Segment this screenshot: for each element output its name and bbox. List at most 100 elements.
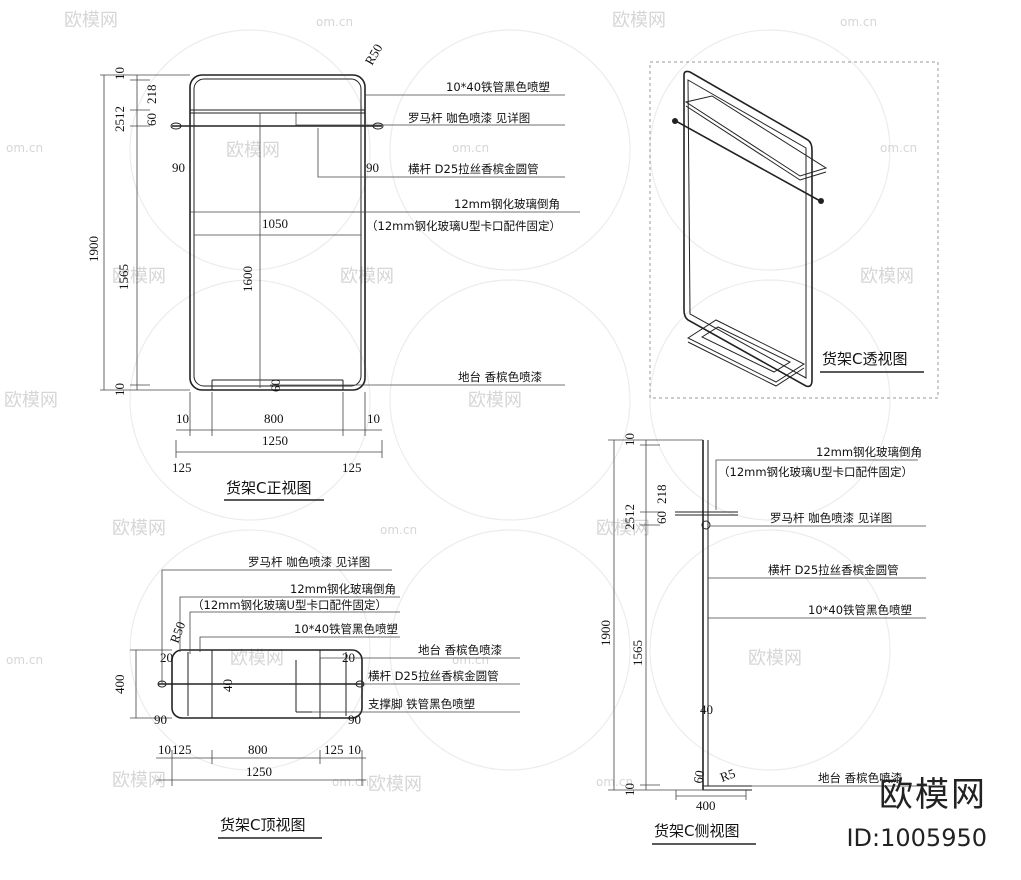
watermark-brand: 欧模网 [340, 266, 394, 287]
dim-125-left: 125 [172, 742, 192, 757]
top-view: 400 90 90 20 20 40 R50 10 125 800 125 10… [112, 555, 520, 839]
top-callout-glass: 12mm钢化玻璃倒角 [290, 582, 396, 596]
dim-1900: 1900 [86, 236, 101, 262]
dim-60-base: 60 [268, 379, 283, 392]
side-dim-1565: 1565 [630, 640, 645, 666]
radius-label: R50 [362, 41, 386, 67]
dim-125-right: 125 [342, 460, 362, 475]
model-id: ID:1005950 [846, 824, 987, 852]
watermark-brand: 欧模网 [368, 774, 422, 795]
dim-1250: 1250 [246, 764, 272, 779]
dim-b10-left: 10 [176, 411, 189, 426]
side-callout-glass: 12mm钢化玻璃倒角 [816, 445, 922, 459]
watermark-brand: 欧模网 [748, 648, 802, 669]
watermark-brand: 欧模网 [596, 518, 650, 539]
dim-125-left: 125 [172, 460, 192, 475]
side-dim-400: 400 [696, 798, 716, 813]
watermark-layer: 欧模网 om.cn 欧模网 om.cn om.cn 欧模网 om.cn om.c… [4, 10, 917, 795]
watermark-domain: om.cn [452, 141, 489, 155]
side-callout-glass-fix: （12mm钢化玻璃U型卡口配件固定） [718, 465, 913, 479]
watermark-brand: 欧模网 [112, 266, 166, 287]
dim-1600: 1600 [240, 266, 255, 292]
top-callout-foot: 支撑脚 铁管黑色喷塑 [368, 697, 475, 711]
top-callout-glass-fix: （12mm钢化玻璃U型卡口配件固定） [192, 598, 387, 612]
watermark-domain: om.cn [596, 775, 633, 789]
dim-800: 800 [264, 411, 284, 426]
watermark-brand: 欧模网 [230, 648, 284, 669]
watermark-domain: om.cn [6, 141, 43, 155]
perspective-view: 货架C透视图 [649, 61, 939, 399]
callout-bar: 横杆 D25拉丝香槟金圆管 [408, 162, 539, 176]
side-radius-label: R5 [718, 766, 737, 785]
dim-218: 218 [144, 85, 159, 105]
top-radius-label: R50 [167, 620, 189, 645]
side-dim-bottom-10: 10 [622, 783, 637, 796]
dim-60: 60 [144, 113, 159, 126]
dim-400: 400 [112, 675, 127, 695]
watermark-domain: om.cn [840, 15, 877, 29]
top-callout-bar: 横杆 D25拉丝香槟金圆管 [368, 669, 499, 683]
callout-glass: 12mm钢化玻璃倒角 [454, 197, 560, 211]
side-callout-bar: 横杆 D25拉丝香槟金圆管 [768, 563, 899, 577]
side-view-title: 货架C侧视图 [654, 822, 739, 840]
watermark-brand: 欧模网 [468, 390, 522, 411]
dim-right-90: 90 [366, 160, 379, 175]
callout-frame: 10*40铁管黑色喷塑 [446, 80, 550, 94]
front-frame [189, 74, 366, 391]
dim-10-right: 10 [348, 742, 361, 757]
callout-base: 地台 香槟色喷漆 [458, 370, 542, 384]
watermark-brand: 欧模网 [226, 140, 280, 161]
dim-top-10: 10 [112, 67, 127, 80]
side-callout-frame: 10*40铁管黑色喷塑 [808, 603, 912, 617]
watermark-brand: 欧模网 [860, 266, 914, 287]
watermark-domain: om.cn [6, 653, 43, 667]
dim-125-right: 125 [324, 742, 344, 757]
side-view: 10 218 60 2512 1900 1565 10 40 60 R5 400… [598, 433, 930, 845]
top-callout-frame: 10*40铁管黑色喷塑 [294, 622, 398, 636]
watermark-brand: 欧模网 [112, 518, 166, 539]
front-view-title: 货架C正视图 [226, 479, 311, 497]
watermark-domain: om.cn [380, 523, 417, 537]
front-frame-inner [193, 78, 362, 387]
callout-glass-fix: （12mm钢化玻璃U型卡口配件固定） [366, 219, 561, 233]
dim-b10-right: 10 [367, 411, 380, 426]
perspective-frame-box [649, 61, 939, 399]
side-dim-top-10: 10 [622, 433, 637, 446]
dim-10-left: 10 [158, 742, 171, 757]
watermark-domain: om.cn [452, 653, 489, 667]
dim-left-90: 90 [172, 160, 185, 175]
side-dim-40: 40 [700, 702, 713, 717]
dim-90-left: 90 [154, 712, 167, 727]
side-callout-roman-rod: 罗马杆 咖色喷漆 见详图 [770, 511, 892, 525]
dim-90-right: 90 [348, 712, 361, 727]
dim-20-right: 20 [342, 650, 355, 665]
dim-40: 40 [220, 679, 235, 692]
dim-800: 800 [248, 742, 268, 757]
brand-logo: 欧模网 [879, 775, 987, 815]
callout-roman-rod: 罗马杆 咖色喷漆 见详图 [408, 111, 530, 125]
watermark-brand: 欧模网 [64, 10, 118, 31]
watermark-domain: om.cn [880, 141, 917, 155]
perspective-view-title: 货架C透视图 [822, 350, 907, 368]
top-view-title: 货架C顶视图 [220, 816, 305, 834]
side-dim-218: 218 [654, 485, 669, 505]
side-dim-60-base: 60 [690, 769, 707, 784]
dim-20-left: 20 [160, 650, 173, 665]
watermark-brand: 欧模网 [4, 390, 58, 411]
top-callout-roman-rod: 罗马杆 咖色喷漆 见详图 [248, 555, 370, 569]
side-dim-2512: 2512 [622, 504, 637, 530]
watermark-brand: 欧模网 [112, 770, 166, 791]
side-dim-1900: 1900 [598, 620, 613, 646]
dim-2512: 2512 [112, 106, 127, 132]
watermark-domain: om.cn [332, 775, 369, 789]
dim-1050: 1050 [262, 216, 288, 231]
top-callout-base: 地台 香槟色喷漆 [418, 643, 502, 657]
perspective-roman-rod [673, 119, 823, 203]
watermark-brand: 欧模网 [612, 10, 666, 31]
dim-bottom-10: 10 [112, 383, 127, 396]
side-callout-base: 地台 香槟色喷漆 [818, 771, 902, 785]
dim-1565: 1565 [116, 264, 131, 290]
watermark-domain: om.cn [316, 15, 353, 29]
dim-1250: 1250 [262, 433, 288, 448]
